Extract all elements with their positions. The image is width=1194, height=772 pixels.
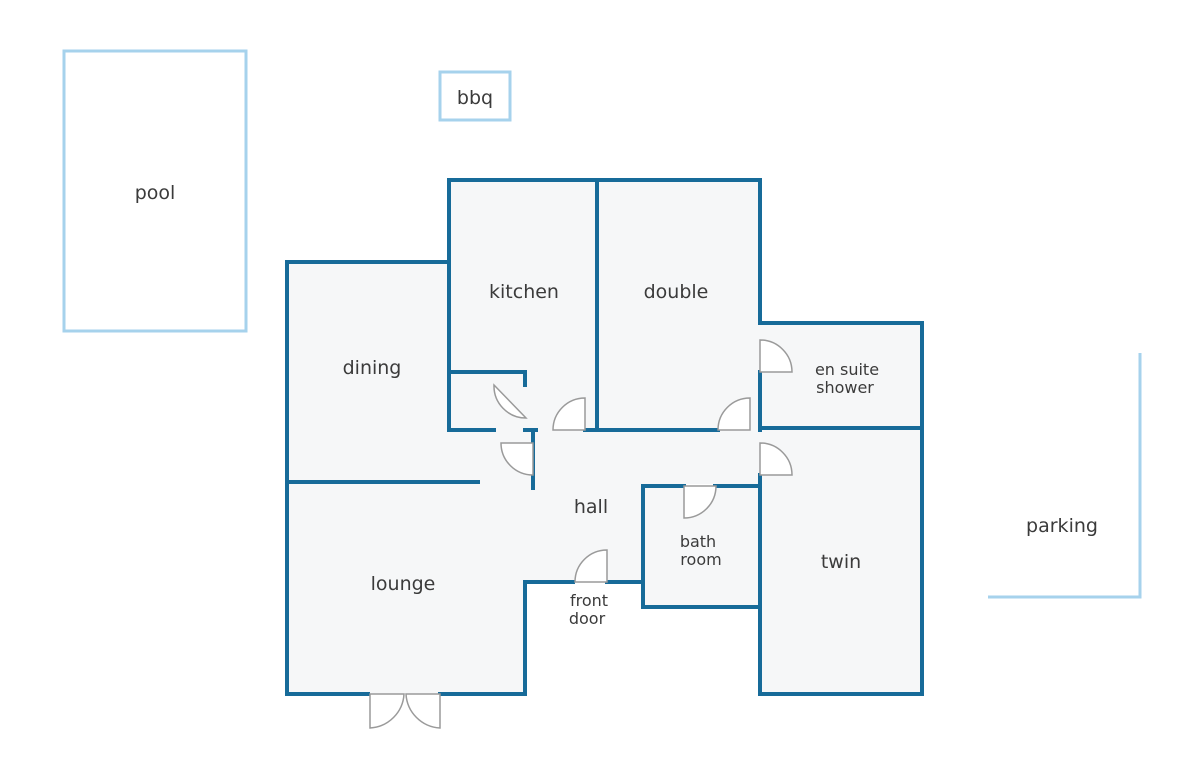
door-double	[717, 397, 751, 431]
label-parking: parking	[1026, 515, 1098, 537]
kitchen-floor	[449, 180, 597, 430]
door-ensuite	[759, 339, 793, 373]
door-lounge-patio-left	[369, 693, 405, 729]
label-ensuite-line1: en suite	[815, 360, 879, 379]
wall-lounge-bottom	[438, 580, 575, 696]
door-lounge	[500, 442, 534, 476]
door-front	[574, 549, 608, 583]
door-twin	[759, 442, 793, 476]
dining-floor	[287, 262, 449, 482]
lounge-floor	[287, 482, 525, 694]
doors	[369, 339, 793, 729]
outdoor-areas	[62, 49, 1142, 599]
ensuite-floor	[760, 323, 922, 428]
room-floors	[287, 180, 922, 694]
wall-kitchen	[447, 178, 762, 432]
door-lounge-patio-right	[405, 693, 441, 729]
wall-bathroom	[641, 484, 762, 609]
wall-pantry	[447, 370, 527, 387]
door-kitchen	[552, 397, 586, 431]
hall-floor	[449, 428, 760, 484]
label-ensuite-line2: shower	[816, 378, 874, 397]
door-pantry	[493, 383, 528, 419]
label-lounge: lounge	[371, 573, 436, 595]
bbq-area	[438, 70, 512, 122]
label-twin: twin	[821, 551, 861, 573]
wall-ensuite	[758, 321, 924, 696]
label-front-line2: door	[569, 609, 606, 628]
label-bath-line1: bath	[680, 532, 716, 551]
parking-area	[988, 353, 1142, 599]
label-bbq: bbq	[457, 87, 493, 109]
door-bathroom	[683, 485, 717, 519]
label-kitchen: kitchen	[489, 281, 559, 303]
wall-left-outer	[285, 260, 451, 696]
label-front-line1: front	[570, 591, 608, 610]
double-floor	[597, 180, 760, 430]
pool-area	[62, 49, 248, 333]
labels: pool bbq kitchen double dining en suite …	[135, 87, 1098, 628]
label-pool: pool	[135, 182, 176, 204]
walls	[285, 178, 924, 696]
label-dining: dining	[343, 357, 402, 379]
label-bath-line2: room	[680, 550, 721, 569]
label-hall: hall	[574, 496, 608, 518]
label-double: double	[644, 281, 709, 303]
